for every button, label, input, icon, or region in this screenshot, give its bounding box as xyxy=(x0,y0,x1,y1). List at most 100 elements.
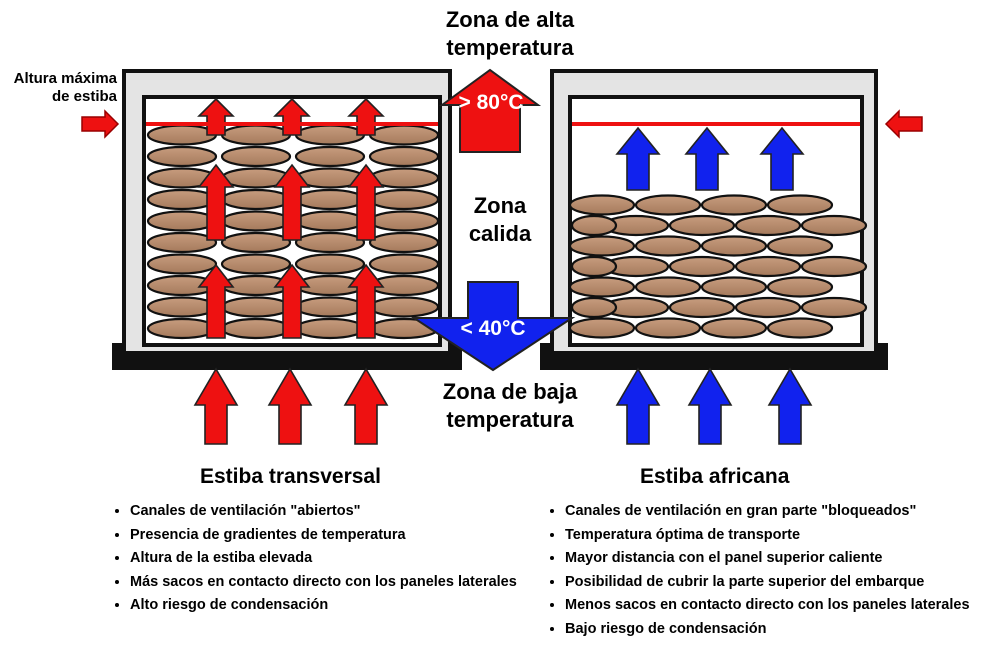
coffee-sack xyxy=(146,210,218,232)
coffee-sack xyxy=(568,276,636,298)
coffee-sack xyxy=(800,296,868,319)
bottom-airflow-arrow-cool xyxy=(615,367,661,445)
coffee-sack xyxy=(570,255,618,278)
coffee-sack xyxy=(570,296,618,319)
airflow-arrow xyxy=(197,263,235,339)
feature-item: Temperatura óptima de transporte xyxy=(565,524,970,548)
coffee-sack xyxy=(220,253,292,275)
coffee-sack xyxy=(766,194,834,216)
coffee-sack xyxy=(146,231,218,254)
bottom-airflow-arrow-hot xyxy=(343,367,389,445)
max-height-pointer-left xyxy=(81,109,120,139)
coffee-sack xyxy=(220,145,292,168)
max-height-pointer-right xyxy=(884,109,923,139)
coffee-sack xyxy=(294,231,366,254)
transversal-container xyxy=(112,69,462,370)
feature-item: Alto riesgo de condensación xyxy=(130,594,517,618)
airflow-arrow xyxy=(615,126,661,191)
feature-item: Altura de la estiba elevada xyxy=(130,547,517,571)
hot-zone-arrow xyxy=(438,68,542,153)
coffee-sack xyxy=(634,235,702,257)
low-temp-zone-label: Zona de baja temperatura xyxy=(442,379,578,432)
coffee-sack xyxy=(220,124,292,146)
cool-temp-label: < 40°C xyxy=(460,317,525,340)
coffee-sack xyxy=(146,145,218,168)
coffee-sack xyxy=(568,235,636,257)
coffee-sack xyxy=(220,231,292,254)
bottom-airflow-arrow-cool xyxy=(687,367,733,445)
africana-title: Estiba africana xyxy=(640,465,790,488)
airflow-arrow xyxy=(273,163,311,241)
coffee-sack xyxy=(294,124,366,146)
coffee-sack xyxy=(146,317,218,340)
bottom-airflow-arrow-hot xyxy=(267,367,313,445)
coffee-sack xyxy=(700,235,768,257)
coffee-sack xyxy=(800,214,868,237)
coffee-sack xyxy=(700,194,768,216)
coffee-sack xyxy=(734,296,802,319)
coffee-sack xyxy=(220,188,292,211)
coffee-sack xyxy=(146,253,218,275)
coffee-sack xyxy=(766,276,834,298)
coffee-sack xyxy=(294,253,366,275)
coffee-sack xyxy=(294,210,366,232)
airflow-arrow xyxy=(684,126,730,191)
coffee-sack xyxy=(568,317,636,339)
coffee-sack xyxy=(368,188,440,211)
coffee-sack xyxy=(220,317,292,340)
coffee-sack xyxy=(700,317,768,339)
feature-item: Posibilidad de cubrir la parte superior … xyxy=(565,571,970,595)
feature-item: Bajo riesgo de condensación xyxy=(565,618,970,642)
sack-stack-transversal xyxy=(146,124,440,340)
max-height-label: Altura máxima de estiba xyxy=(13,70,117,105)
warm-zone-label: Zona calida xyxy=(468,193,532,246)
bottom-airflow-arrow-cool xyxy=(767,367,813,445)
coffee-sack xyxy=(368,296,440,318)
coffee-sack xyxy=(368,210,440,232)
airflow-arrow xyxy=(197,163,235,241)
coffee-sack xyxy=(700,276,768,298)
coffee-sack xyxy=(668,255,736,278)
coffee-sack xyxy=(368,253,440,275)
coffee-sack xyxy=(368,145,440,168)
coffee-sack xyxy=(668,296,736,319)
feature-item: Menos sacos en contacto directo con los … xyxy=(565,594,970,618)
coffee-sack xyxy=(294,296,366,318)
high-temp-zone-label: Zona de alta temperatura xyxy=(445,7,575,60)
airflow-arrow xyxy=(347,163,385,241)
coffee-sack xyxy=(570,214,618,237)
coffee-sack xyxy=(294,188,366,211)
coffee-sack xyxy=(634,317,702,339)
coffee-sack xyxy=(766,235,834,257)
coffee-sack xyxy=(146,188,218,211)
coffee-sack xyxy=(634,276,702,298)
feature-item: Canales de ventilación en gran parte "bl… xyxy=(565,500,970,524)
coffee-sack xyxy=(668,214,736,237)
africana-container xyxy=(540,69,888,370)
coffee-sack xyxy=(734,214,802,237)
coffee-sack xyxy=(368,231,440,254)
feature-item: Canales de ventilación "abiertos" xyxy=(130,500,517,524)
airflow-arrow xyxy=(273,263,311,339)
airflow-arrow xyxy=(347,263,385,339)
bottom-airflow-arrow-hot xyxy=(193,367,239,445)
feature-item: Presencia de gradientes de temperatura xyxy=(130,524,517,548)
hot-temp-label: > 80°C xyxy=(458,91,523,114)
coffee-sack xyxy=(766,317,834,339)
coffee-sack xyxy=(220,296,292,318)
coffee-sack xyxy=(146,124,218,146)
airflow-arrow xyxy=(759,126,805,191)
coffee-sack xyxy=(294,145,366,168)
coffee-sack xyxy=(294,317,366,340)
feature-item: Mayor distancia con el panel superior ca… xyxy=(565,547,970,571)
sack-stack-africana xyxy=(568,194,868,339)
bottom-airflow-arrows xyxy=(193,367,813,445)
transversal-features-list: Canales de ventilación "abiertos"Presenc… xyxy=(112,500,517,618)
airflow-arrows-africana xyxy=(615,126,805,191)
coffee-sack xyxy=(220,210,292,232)
coffee-sack xyxy=(146,296,218,318)
cool-zone-arrow xyxy=(410,281,576,372)
africana-features-list: Canales de ventilación en gran parte "bl… xyxy=(547,500,970,641)
coffee-sack xyxy=(368,124,440,146)
